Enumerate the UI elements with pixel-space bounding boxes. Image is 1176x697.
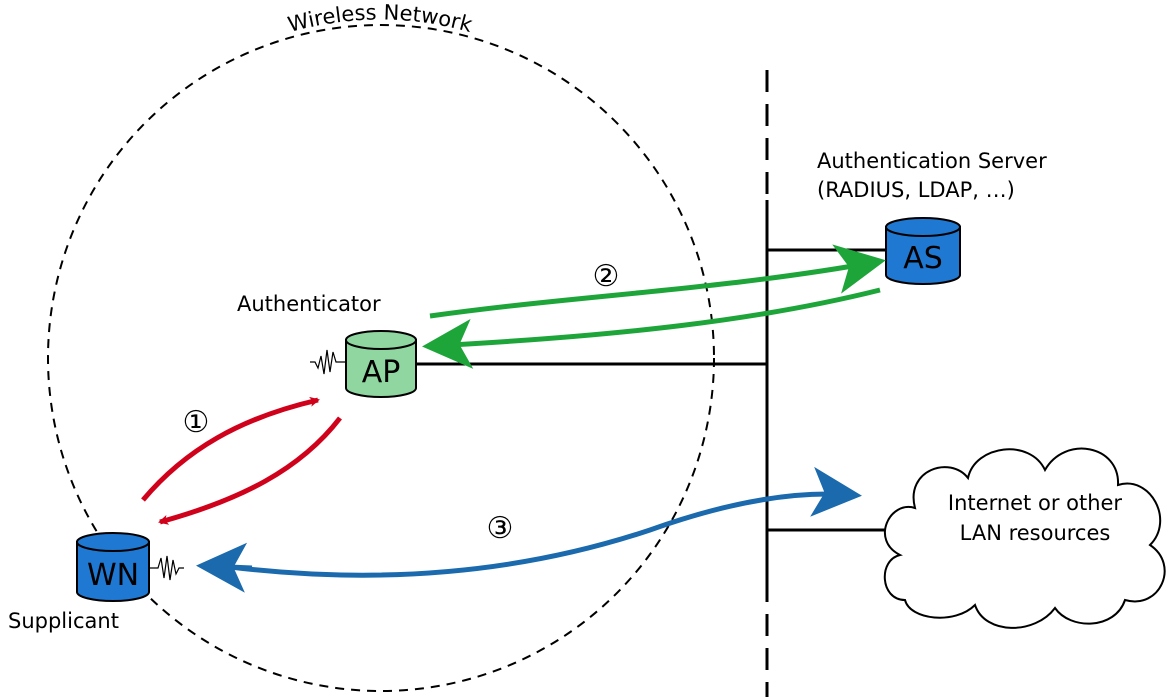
supplicant-label: Supplicant [8, 609, 119, 633]
internet-cloud-icon [883, 447, 1166, 629]
step2-response-arrow [422, 287, 881, 369]
wireless-network-boundary [47, 24, 715, 692]
internet-label-line1: Internet or other [948, 491, 1123, 515]
as-icon-text: AS [903, 241, 943, 276]
server-label-line2: (RADIUS, LDAP, …) [817, 178, 1015, 202]
wn-antenna-icon [149, 555, 184, 581]
internet-label-line2: LAN resources [960, 521, 1111, 545]
step3-traffic-arrow-start [196, 542, 253, 593]
server-label-line1: Authentication Server [817, 149, 1047, 173]
step3-label: ③ [487, 511, 514, 546]
access-point-icon: AP [345, 330, 417, 398]
step1-label: ① [183, 405, 210, 440]
step1-response-arrow [158, 416, 342, 525]
wireless-node-icon: WN [76, 532, 150, 602]
step1-request-arrow [141, 396, 320, 502]
authenticator-label: Authenticator [237, 292, 381, 316]
wn-icon-text: WN [87, 558, 139, 593]
step2-request-arrow [429, 244, 886, 319]
ap-antenna-icon [310, 349, 346, 375]
ap-icon-text: AP [362, 355, 401, 390]
step3-traffic-arrow [229, 466, 862, 578]
step2-label: ② [593, 259, 620, 294]
authentication-server-icon: AS [885, 217, 961, 285]
